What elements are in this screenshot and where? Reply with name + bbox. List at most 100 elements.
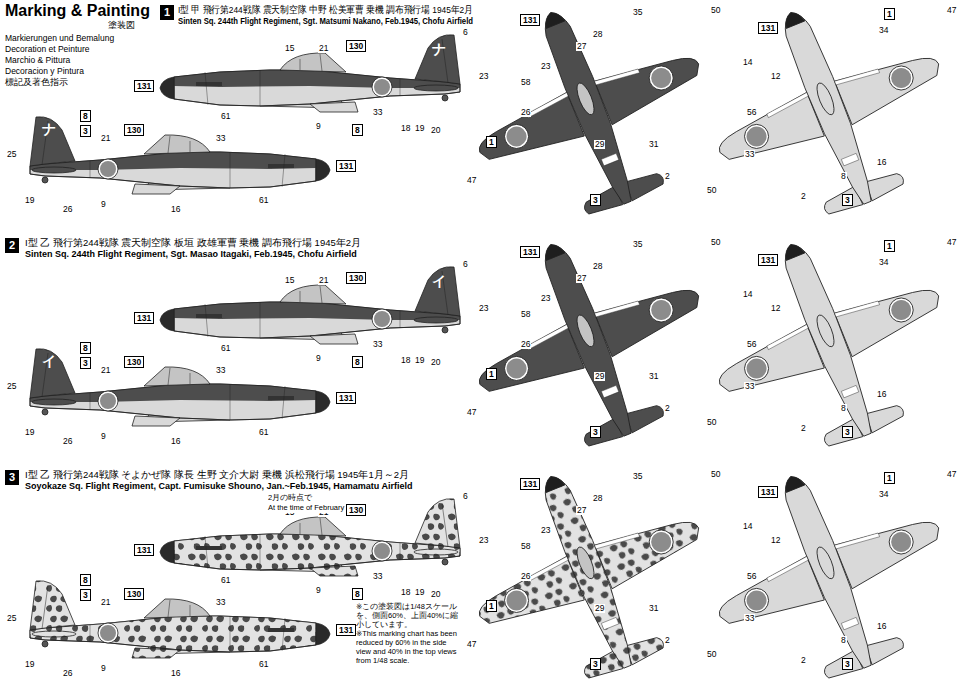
callout-number: 131 [761,23,775,33]
callout-number: 33 [372,108,383,117]
callout-number: 8 [355,357,360,367]
callout-number: 3 [83,590,88,600]
callout-number: 19 [414,356,425,365]
callout-number: 33 [744,614,755,623]
callout-number: 61 [258,196,269,205]
callout-number: 16 [170,205,181,214]
callout-box: 1 [486,136,497,148]
callout-number: 23 [540,62,551,71]
header-text: Decoration et Peinture [5,45,90,54]
callout-number: 1 [489,369,494,379]
callout-number: 61 [258,428,269,437]
callout-number: 28 [592,494,603,503]
callout-number: 21 [100,598,111,607]
callout-number: 35 [632,8,643,17]
callout-number: 33 [215,366,226,375]
callout-number: 21 [318,44,329,53]
callout-number: 23 [540,526,551,535]
callout-box: 131 [520,14,540,26]
callout-number: 20 [430,126,441,135]
callout-number: 33 [372,572,383,581]
header-text: Marchio & Pittura [5,56,70,65]
callout-box: 131 [134,80,154,92]
callout-number: 8 [83,111,88,121]
scheme-badge: 3 [5,470,19,485]
callout-number: 1 [489,137,494,147]
header-text: 標記及著色指示 [5,78,68,87]
callout-number: 130 [349,273,363,283]
scheme-heading: Sinten Sq. 244th Flight Regiment, Sgt. M… [178,17,473,27]
callout-number: 61 [220,112,231,121]
callout-number: 23 [478,536,489,545]
callout-number: 15 [284,44,295,53]
callout-box: 8 [80,574,91,586]
callout-number: 9 [315,354,322,363]
callout-number: 131 [339,393,353,403]
callout-box: 1 [884,240,895,252]
callout-number: 21 [100,134,111,143]
callout-number: 130 [127,357,141,367]
callout-box: 130 [124,356,144,368]
callout-number: 2 [664,172,671,181]
scheme-number: 2 [9,239,15,251]
callout-number: 61 [220,344,231,353]
callout-box: 3 [842,426,853,438]
callout-number: 34 [878,26,889,35]
callout-box: 8 [80,342,91,354]
callout-number: 14 [742,58,753,67]
page-title: Marking & Painting [5,2,150,20]
scheme-heading: I型 甲 飛行第244戦隊 震天制空隊 中野 松美軍曹 乗機 調布飛行場 194… [178,5,473,15]
callout-box: 8 [80,110,91,122]
callout-number: 14 [742,290,753,299]
callout-number: 21 [318,276,329,285]
callout-box: 131 [134,312,154,324]
callout-number: 9 [100,664,107,673]
callout-number: 35 [632,240,643,249]
callout-number: 20 [430,590,441,599]
callout-number: 26 [520,108,531,117]
callout-number: 130 [127,125,141,135]
callout-number: 3 [845,427,850,437]
callout-number: 1 [489,601,494,611]
callout-number: 2 [800,192,807,201]
callout-number: 3 [593,659,598,669]
callout-number: 6 [462,492,469,501]
callout-number: 9 [100,200,107,209]
callout-number: 26 [62,669,73,678]
callout-box: 3 [80,357,91,369]
callout-number: 33 [744,382,755,391]
callout-number: 31 [648,604,659,613]
callout-box: 130 [346,40,366,52]
callout-number: 47 [946,470,957,479]
callout-number: 131 [761,487,775,497]
callout-box: 131 [758,254,778,266]
callout-number: 33 [744,150,755,159]
callout-box: 131 [758,486,778,498]
callout-number: 6 [462,260,469,269]
callout-number: 25 [6,150,17,159]
callout-box: 3 [842,658,853,670]
callout-box: 3 [842,194,853,206]
callout-number: 19 [414,588,425,597]
callout-number: 1 [887,473,892,483]
callout-box: 131 [336,624,356,636]
callout-number: 8 [83,575,88,585]
callout-number: 34 [878,258,889,267]
callout-number: 16 [170,669,181,678]
callout-box: 1 [884,472,895,484]
callout-number: 131 [523,15,537,25]
callout-number: 130 [349,505,363,515]
callout-number: 3 [593,427,598,437]
callout-box: 3 [80,125,91,137]
callout-number: 16 [170,437,181,446]
callout-number: 15 [284,276,295,285]
callout-number: 3 [83,126,88,136]
callout-number: 27 [576,506,587,515]
callout-number: 21 [100,366,111,375]
note-panel: ※この塗装図は1/48スケールを、側面60%、上面40%に縮小しています。※Th… [356,602,461,665]
callout-box: 131 [134,544,154,556]
callout-number: 3 [593,195,598,205]
scheme-heading: Soyokaze Sq. Flight Regiment, Capt. Fumi… [25,482,413,492]
callout-number: 131 [339,161,353,171]
